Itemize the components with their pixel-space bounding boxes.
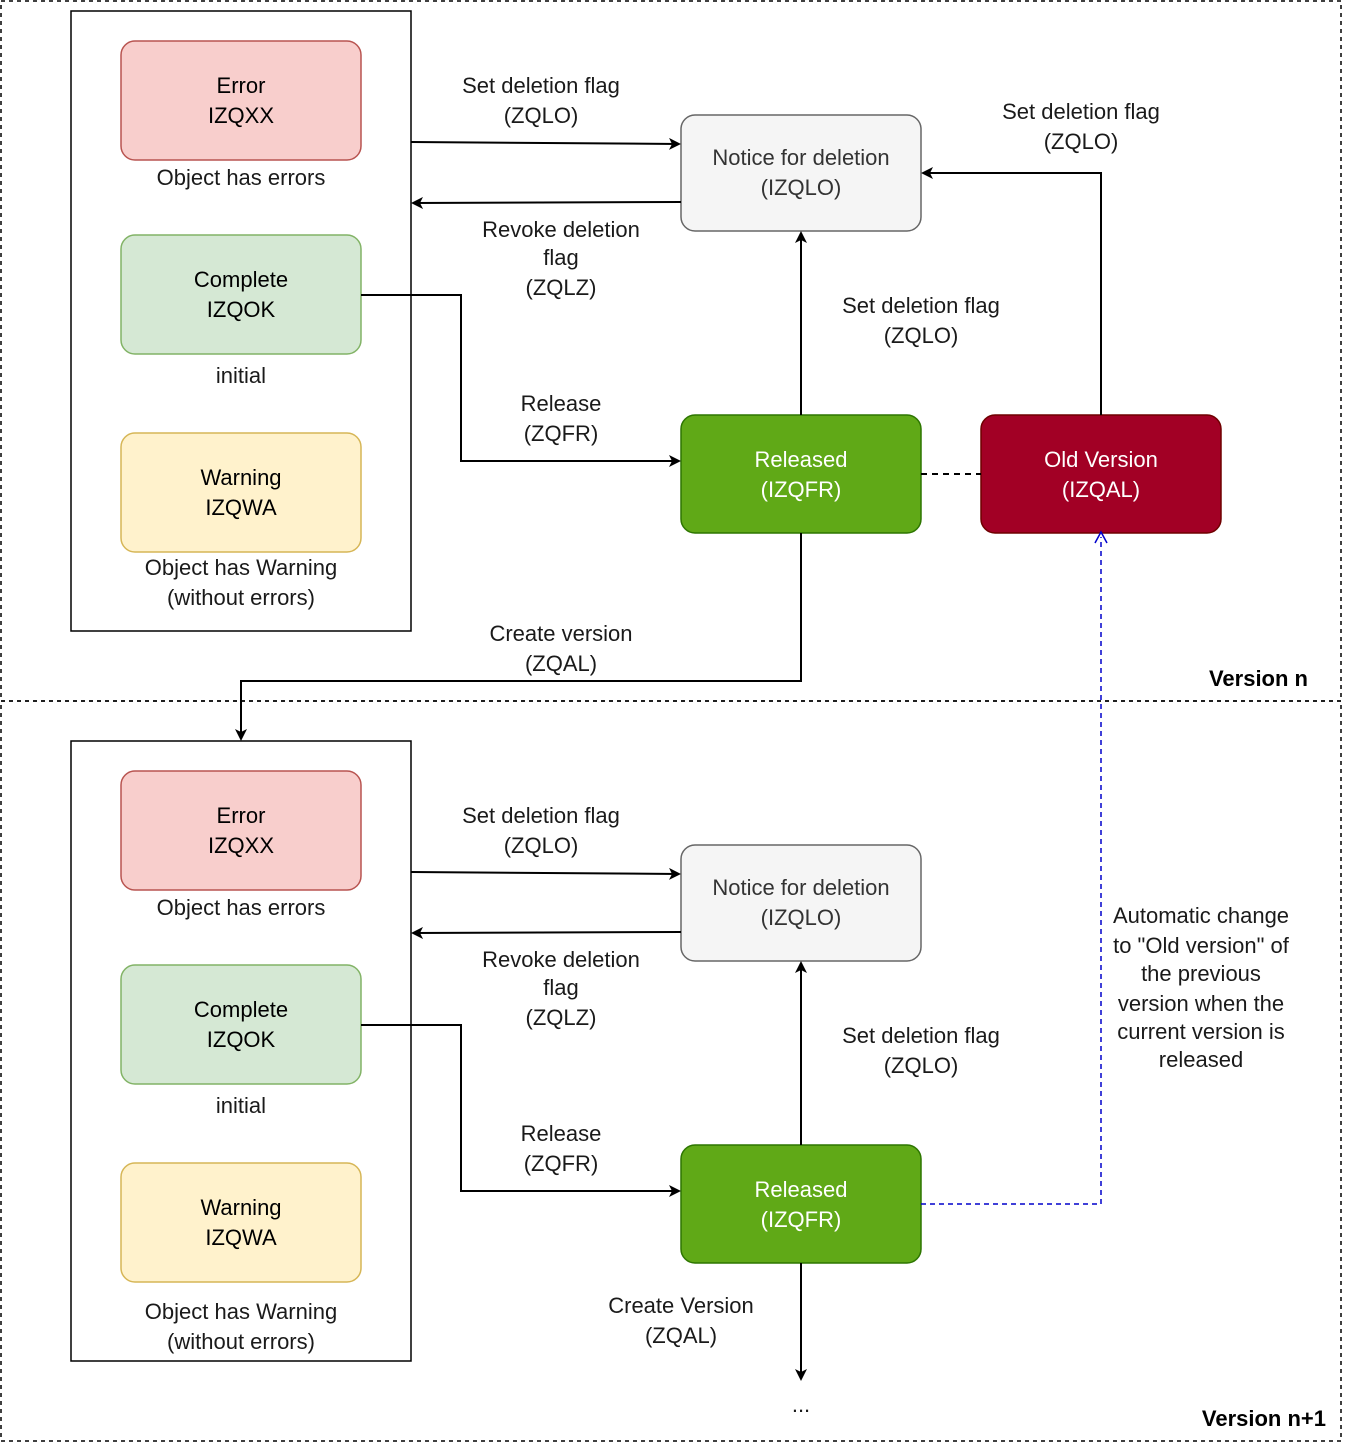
- edge-create-version: [235, 533, 802, 741]
- version-n1-group: Error IZQXX Object has errors Complete I…: [70, 740, 1000, 1417]
- state-notice-for-deletion[interactable]: [680, 114, 922, 232]
- state-released-line-1: Released: [755, 447, 848, 472]
- label-revoke-2: flag: [543, 245, 578, 270]
- label-set-deletion-mid-1: Set deletion flag: [842, 293, 1000, 318]
- state-complete-note: initial: [216, 363, 266, 388]
- state-error[interactable]: [120, 40, 362, 161]
- state-warning-code: IZQWA: [205, 1225, 277, 1250]
- label-revoke-1: Revoke deletion: [482, 947, 640, 972]
- state-complete-note: initial: [216, 1093, 266, 1118]
- edge-revoke-deletion-flag: [411, 926, 682, 939]
- edge-revoke-deletion-flag: [411, 196, 682, 209]
- state-complete[interactable]: [120, 964, 362, 1085]
- state-warning-name: Warning: [200, 465, 281, 490]
- state-notice-line-1: Notice for deletion: [712, 145, 889, 170]
- state-error-name: Error: [217, 803, 266, 828]
- label-set-deletion-mid-2: (ZQLO): [884, 323, 959, 348]
- state-warning-note-1: Object has Warning: [145, 1299, 337, 1324]
- version-n-group: Error IZQXX Object has errors Complete I…: [70, 10, 1222, 741]
- state-error-note: Object has errors: [157, 165, 326, 190]
- state-released[interactable]: [680, 1144, 922, 1264]
- edge-set-deletion-flag: [410, 137, 681, 150]
- edge-release: [361, 1024, 681, 1197]
- state-notice-line-2: (IZQLO): [761, 175, 842, 200]
- state-warning-note-1: Object has Warning: [145, 555, 337, 580]
- state-old-line-1: Old Version: [1044, 447, 1158, 472]
- label-release-2: (ZQFR): [524, 1151, 599, 1176]
- state-warning[interactable]: [120, 432, 362, 553]
- annotation-line-3: the previous: [1141, 961, 1261, 986]
- label-set-deletion-1: Set deletion flag: [462, 803, 620, 828]
- label-create-version-next-2: (ZQAL): [645, 1323, 717, 1348]
- label-set-deletion-old-1: Set deletion flag: [1002, 99, 1160, 124]
- label-revoke-1: Revoke deletion: [482, 217, 640, 242]
- label-release-2: (ZQFR): [524, 421, 599, 446]
- label-set-deletion-2: (ZQLO): [504, 833, 579, 858]
- state-warning-code: IZQWA: [205, 495, 277, 520]
- edge-set-deletion-flag: [410, 867, 681, 880]
- label-create-version-next-1: Create Version: [608, 1293, 754, 1318]
- state-notice-for-deletion[interactable]: [680, 844, 922, 962]
- edge-automatic-change: [921, 530, 1108, 1205]
- annotation-line-4: version when the: [1118, 991, 1284, 1016]
- state-error[interactable]: [120, 770, 362, 891]
- state-released-line-2: (IZQFR): [761, 477, 842, 502]
- label-revoke-2: flag: [543, 975, 578, 1000]
- state-error-name: Error: [217, 73, 266, 98]
- label-revoke-3: (ZQLZ): [526, 1005, 597, 1030]
- state-warning-note-2: (without errors): [167, 585, 315, 610]
- state-complete-code: IZQOK: [207, 297, 276, 322]
- section-frame-version-n: [0, 0, 1342, 702]
- state-old-line-2: (IZQAL): [1062, 477, 1140, 502]
- state-error-code: IZQXX: [208, 103, 274, 128]
- annotation-line-1: Automatic change: [1113, 903, 1289, 928]
- state-complete-name: Complete: [194, 267, 288, 292]
- state-complete-name: Complete: [194, 997, 288, 1022]
- state-error-code: IZQXX: [208, 833, 274, 858]
- annotation-line-5: current version is: [1117, 1019, 1285, 1044]
- label-set-deletion-old-2: (ZQLO): [1044, 129, 1119, 154]
- label-set-deletion-2: (ZQLO): [504, 103, 579, 128]
- state-complete-code: IZQOK: [207, 1027, 276, 1052]
- state-complete[interactable]: [120, 234, 362, 355]
- label-set-deletion-1: Set deletion flag: [462, 73, 620, 98]
- state-warning-name: Warning: [200, 1195, 281, 1220]
- state-error-note: Object has errors: [157, 895, 326, 920]
- state-released-line-2: (IZQFR): [761, 1207, 842, 1232]
- annotation-line-2: to "Old version" of: [1113, 933, 1290, 958]
- state-old-version[interactable]: [980, 414, 1222, 534]
- state-notice-line-2: (IZQLO): [761, 905, 842, 930]
- state-warning[interactable]: [120, 1162, 362, 1283]
- state-released[interactable]: [680, 414, 922, 534]
- label-release-1: Release: [521, 391, 602, 416]
- annotation-automatic-change: Automatic change to "Old version" of the…: [1113, 903, 1290, 1072]
- label-release-1: Release: [521, 1121, 602, 1146]
- label-set-deletion-mid-1: Set deletion flag: [842, 1023, 1000, 1048]
- continuation-ellipsis: ...: [792, 1392, 810, 1417]
- label-revoke-3: (ZQLZ): [526, 275, 597, 300]
- label-create-version-1: Create version: [489, 621, 632, 646]
- state-notice-line-1: Notice for deletion: [712, 875, 889, 900]
- state-released-line-1: Released: [755, 1177, 848, 1202]
- edge-release: [361, 294, 681, 467]
- label-set-deletion-mid-2: (ZQLO): [884, 1053, 959, 1078]
- section-title-version-n: Version n: [1209, 666, 1308, 691]
- edge-old-to-notice: [921, 167, 1102, 415]
- annotation-line-6: released: [1159, 1047, 1243, 1072]
- state-warning-note-2: (without errors): [167, 1329, 315, 1354]
- section-title-version-n1: Version n+1: [1202, 1406, 1326, 1431]
- label-create-version-2: (ZQAL): [525, 651, 597, 676]
